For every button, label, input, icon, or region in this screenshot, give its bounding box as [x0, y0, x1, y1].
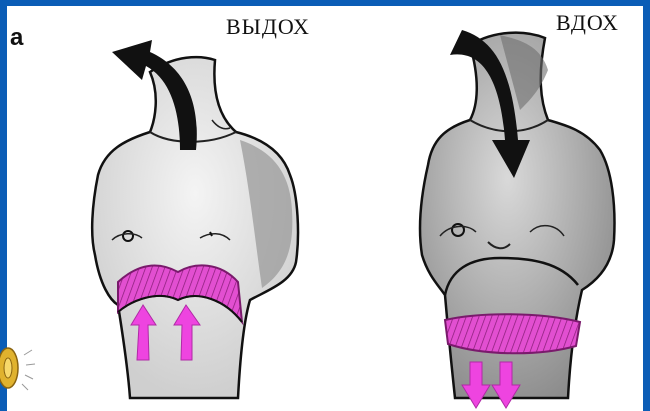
exhale-label: ВЫДОХ: [226, 14, 310, 40]
panel-letter: а: [10, 24, 23, 52]
inhale-label: ВДОХ: [556, 10, 619, 36]
inhale-diaphragm: [445, 314, 580, 353]
exhale-figure: [92, 40, 298, 398]
speaker-icon[interactable]: [0, 348, 35, 390]
inhale-figure: [420, 30, 614, 408]
